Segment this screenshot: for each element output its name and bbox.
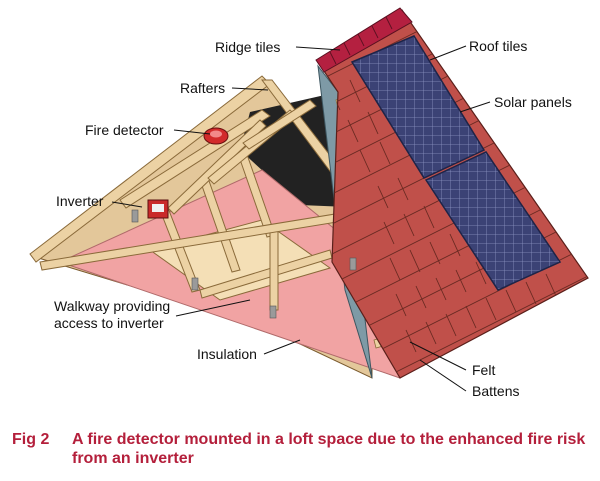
- label-rafters: Rafters: [180, 80, 225, 96]
- label-inverter: Inverter: [56, 193, 104, 209]
- label-solar-panels: Solar panels: [494, 94, 572, 110]
- label-insulation: Insulation: [197, 346, 257, 362]
- label-ridge-tiles: Ridge tiles: [215, 39, 280, 55]
- solar-panel-lower: [424, 151, 562, 291]
- leader-lines: [111, 45, 491, 392]
- label-roof-tiles: Roof tiles: [469, 38, 527, 54]
- caption-line1: A fire detector mounted in a loft space …: [72, 431, 586, 448]
- solar-panel-upper: [350, 35, 486, 179]
- caption-line2: from an inverter: [72, 450, 194, 467]
- solar-panels: [350, 35, 562, 291]
- label-walkway-line2: access to inverter: [54, 315, 164, 331]
- fire-detector: [203, 127, 229, 145]
- figure-number: Fig 2: [12, 431, 50, 448]
- label-walkway-line1: Walkway providing: [54, 298, 170, 314]
- ridge-tiles: [315, 7, 413, 73]
- loft-interior: [29, 75, 561, 379]
- inverter: [147, 199, 169, 219]
- label-battens: Battens: [472, 383, 519, 399]
- truss-brackets: [131, 209, 357, 319]
- loft-roof-diagram: Ridge tiles Roof tiles Rafters Solar pan…: [29, 7, 589, 399]
- figure-caption: Fig 2 A fire detector mounted in a loft s…: [12, 430, 592, 468]
- label-fire-detector: Fire detector: [85, 122, 164, 138]
- label-felt: Felt: [472, 362, 495, 378]
